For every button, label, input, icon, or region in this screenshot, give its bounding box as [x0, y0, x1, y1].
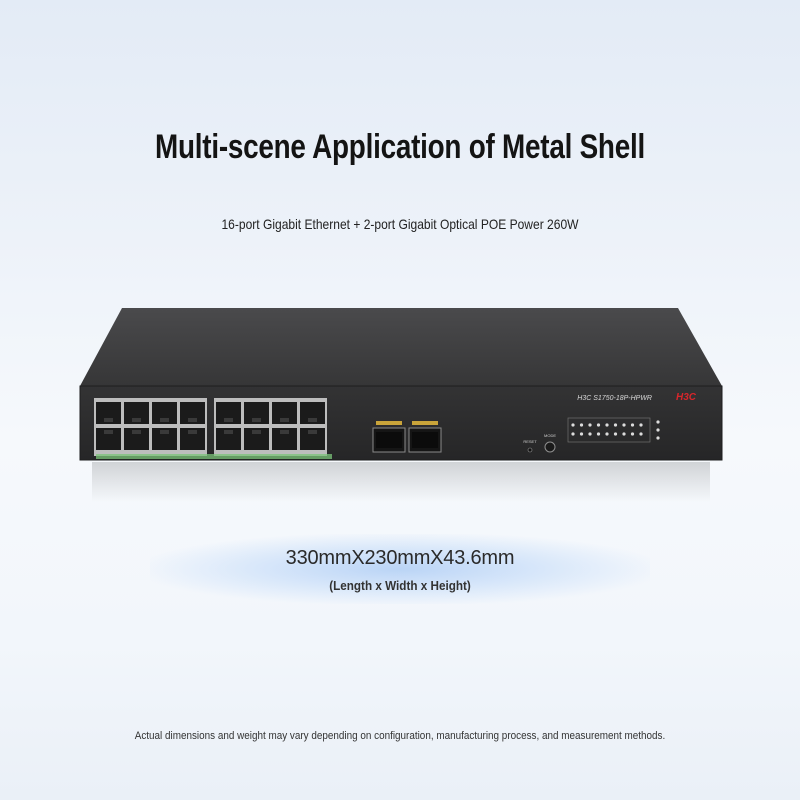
mode-label: MODE — [544, 433, 556, 438]
rj45-port — [124, 402, 149, 424]
reset-button — [527, 447, 533, 453]
dimensions-highlight — [150, 534, 650, 604]
rj45-port-latch — [224, 430, 233, 434]
rj45-port — [244, 428, 269, 450]
led-dot — [596, 432, 601, 436]
rj45-port — [152, 402, 177, 424]
rj45-port-latch — [280, 430, 289, 434]
rj45-port — [216, 402, 241, 424]
rj45-port — [180, 428, 205, 450]
rj45-port-latch — [280, 418, 289, 422]
led-dot — [639, 432, 643, 436]
led-dot — [588, 432, 592, 436]
rj45-port — [216, 428, 241, 450]
rj45-port-latch — [188, 430, 197, 434]
rj45-port — [96, 428, 121, 450]
led-dot — [579, 432, 584, 436]
led-dot — [571, 432, 575, 436]
headline-title: Multi-scene Application of Metal Shell — [155, 128, 645, 166]
brand-logo: H3C — [676, 392, 697, 403]
switch-illustration: RESET MODE H3C S1750-18P-HPWR H3C — [79, 308, 723, 502]
led-dot — [596, 423, 601, 427]
status-led — [656, 420, 660, 424]
rj45-port-latch — [160, 418, 169, 422]
led-dot — [622, 423, 626, 427]
status-led — [656, 428, 660, 432]
rj45-port-latch — [308, 418, 317, 422]
reset-label: RESET — [523, 439, 537, 444]
chassis-top — [80, 308, 722, 386]
sfp-port-group — [372, 421, 442, 453]
led-dot — [571, 423, 575, 427]
led-indicator-panel — [567, 417, 660, 443]
led-dot — [639, 423, 643, 427]
disclaimer-note: Actual dimensions and weight may vary de… — [134, 730, 666, 742]
rj45-port-latch — [188, 418, 197, 422]
model-label: H3C S1750-18P-HPWR — [577, 395, 652, 402]
rj45-port-latch — [252, 418, 261, 422]
mode-button — [544, 441, 556, 453]
led-dot — [630, 432, 635, 436]
rj45-port — [152, 428, 177, 450]
rj45-port-latch — [104, 418, 113, 422]
led-dot — [605, 432, 609, 436]
rj45-port — [180, 402, 205, 424]
dimensions-value: 330mmX230mmX43.6mm — [285, 547, 515, 569]
led-dot — [613, 432, 618, 436]
status-led — [656, 436, 660, 440]
led-dot — [579, 423, 584, 427]
rj45-port-latch — [104, 430, 113, 434]
rj45-port — [300, 402, 325, 424]
rj45-port-group — [94, 398, 327, 456]
rj45-port-latch — [132, 430, 141, 434]
rj45-port-latch — [224, 418, 233, 422]
rj45-port — [272, 428, 297, 450]
dimensions-caption: (Length x Width x Height) — [329, 578, 471, 593]
led-dot — [605, 423, 609, 427]
led-dot — [622, 432, 626, 436]
led-dot — [630, 423, 635, 427]
rj45-port — [96, 402, 121, 424]
rj45-port — [124, 428, 149, 450]
rj45-port-latch — [132, 418, 141, 422]
headline-subtitle: 16-port Gigabit Ethernet + 2-port Gigabi… — [221, 216, 579, 232]
led-dot — [588, 423, 592, 427]
rj45-port — [244, 402, 269, 424]
rj45-port-latch — [308, 430, 317, 434]
led-dot — [613, 423, 618, 427]
rj45-port-latch — [252, 430, 261, 434]
rj45-port-latch — [160, 430, 169, 434]
port-label-strip — [96, 454, 332, 459]
rj45-port — [300, 428, 325, 450]
rj45-port — [272, 402, 297, 424]
switch-product-image: RESET MODE H3C S1750-18P-HPWR H3C — [0, 290, 800, 530]
